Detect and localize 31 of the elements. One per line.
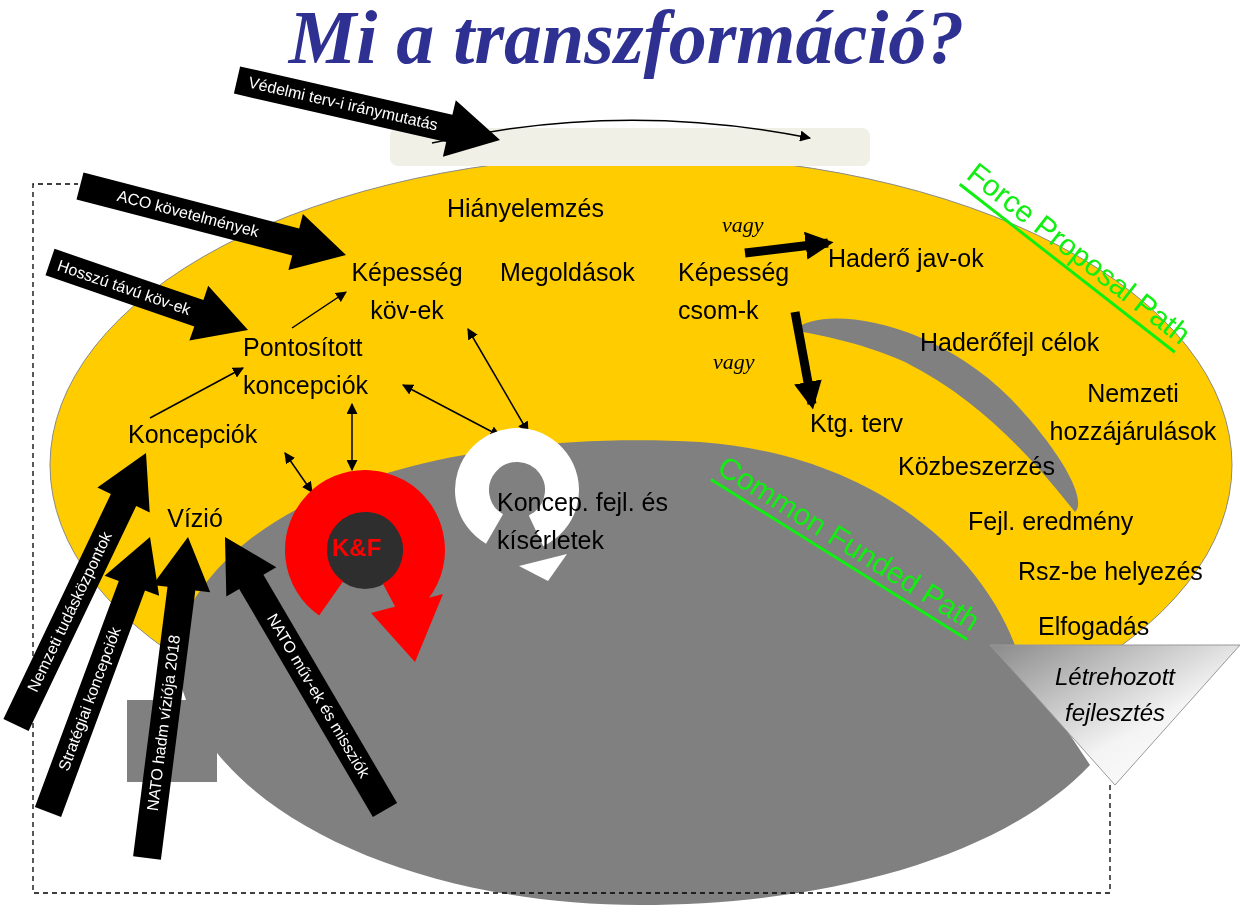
triangle-shape	[990, 645, 1240, 785]
arrow	[149, 367, 244, 419]
step-label: Nemzeti hozzájárulások	[1033, 374, 1233, 450]
step-label: Képesség csom-k	[678, 253, 803, 329]
step-label: Pontosított koncepciók	[243, 328, 403, 404]
step-label: Koncepciók	[128, 415, 288, 453]
step-label: Elfogadás	[1038, 607, 1168, 645]
edge-label: vagy	[713, 350, 755, 374]
edge-label: NATO hadm víziója 2018	[143, 634, 185, 813]
dashed-connector	[32, 183, 1111, 894]
edge-label: Hosszú távú köv-ek	[55, 255, 194, 320]
triangle-label: Létrehozott fejlesztés	[1053, 662, 1177, 728]
arrow	[790, 311, 822, 410]
edge-label: vagy	[722, 213, 764, 237]
arrow	[284, 452, 313, 493]
block-arrow	[76, 172, 346, 270]
block-arrow	[133, 537, 211, 860]
step-label: Képesség köv-ek	[346, 253, 468, 329]
step-label: Megoldások	[500, 253, 670, 291]
block-arrow	[45, 248, 248, 341]
step-label: Ktg. terv	[810, 404, 930, 442]
arrow	[744, 231, 834, 260]
arrow	[346, 402, 358, 472]
ring-label: K&F	[332, 534, 382, 562]
arrow	[431, 119, 812, 144]
arrow	[291, 291, 347, 329]
faded-panel	[390, 128, 870, 166]
block-arrow	[233, 66, 500, 157]
title: Mi a transzformáció?	[288, 0, 965, 79]
step-label: Vízió	[140, 499, 250, 537]
step-label: Hiányelemzés	[447, 189, 647, 227]
